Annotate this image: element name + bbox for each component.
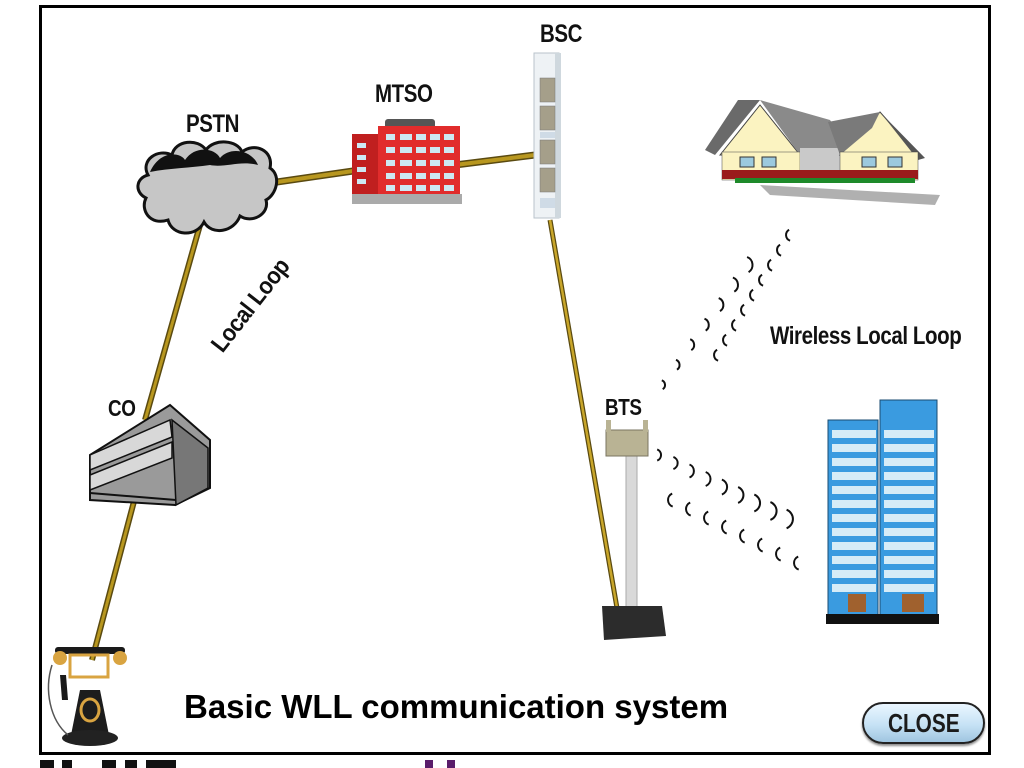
radio-wave-arc xyxy=(705,471,712,487)
radio-wave-arc xyxy=(722,333,728,347)
radio-wave-arc xyxy=(786,508,794,530)
radio-wave-arc xyxy=(732,276,739,293)
radio-wave-arc xyxy=(672,455,679,471)
radio-wave-arc xyxy=(775,546,782,562)
skyscraper-window-row xyxy=(884,472,934,480)
radio-wave-arc xyxy=(746,256,754,274)
skyscraper-window-row xyxy=(832,570,876,578)
cloud-icon xyxy=(136,140,279,235)
radio-wave-arc xyxy=(721,478,729,496)
skyscraper-window-row xyxy=(884,584,934,592)
skyscraper-window-row xyxy=(832,444,876,452)
skyscraper-window-row xyxy=(832,500,876,508)
skyscraper-window-row xyxy=(832,486,876,494)
node-label-bts: BTS xyxy=(605,394,642,420)
radio-wave-arc xyxy=(753,493,761,513)
radio-wave-arc xyxy=(793,555,800,571)
radio-wave-arc xyxy=(721,519,728,535)
radio-wave-arc xyxy=(749,288,755,302)
radio-wave-arc xyxy=(767,258,773,272)
skyscraper-window-row xyxy=(884,570,934,578)
wired-links xyxy=(89,151,620,661)
radio-wave-arc xyxy=(689,338,696,352)
cutoff-text-fragment xyxy=(40,760,54,768)
radio-wave-arc xyxy=(656,448,663,462)
skyscraper-window-row xyxy=(832,458,876,466)
skyscraper-window-row xyxy=(832,556,876,564)
server-rack-icon xyxy=(533,52,561,219)
skyscraper-window-row xyxy=(884,458,934,466)
node-label-co: CO xyxy=(108,395,136,421)
radio-wave-arc xyxy=(713,348,719,362)
radio-wave-arc xyxy=(757,537,764,553)
radio-wave-arc xyxy=(689,463,695,479)
node-label-mtso: MTSO xyxy=(375,80,433,108)
skyscraper-window-row xyxy=(884,542,934,550)
close-button[interactable]: CLOSE xyxy=(862,702,985,744)
cutoff-link-fragment xyxy=(447,760,455,768)
node-label-pstn: PSTN xyxy=(186,110,240,138)
house-icon xyxy=(705,100,940,205)
radio-wave-arc xyxy=(776,243,782,257)
antenna-tower-icon xyxy=(602,420,666,640)
cutoff-link-fragment xyxy=(425,760,433,768)
skyscraper-window-row xyxy=(884,430,934,438)
radio-waves-icon xyxy=(656,228,800,571)
skyscraper-window-row xyxy=(884,486,934,494)
office-building-icon xyxy=(352,119,462,204)
telephone-icon xyxy=(47,647,127,746)
radio-wave-arc xyxy=(661,379,666,391)
skyscraper-window-row xyxy=(884,528,934,536)
skyscraper-window-row xyxy=(884,444,934,452)
central-office-building-icon xyxy=(89,403,211,507)
radio-wave-arc xyxy=(667,492,674,508)
cutoff-text-fragment xyxy=(102,760,116,768)
cutoff-text-fragment xyxy=(125,760,137,768)
diagram-title: Basic WLL communication system xyxy=(184,688,729,725)
radio-wave-arc xyxy=(703,510,710,526)
skyscraper-window-row xyxy=(832,514,876,522)
skyscraper-window-row xyxy=(884,500,934,508)
radio-wave-arc xyxy=(675,358,681,371)
skyscraper-window-row xyxy=(832,528,876,536)
skyscraper-window-row xyxy=(832,584,876,592)
radio-wave-arc xyxy=(731,318,737,332)
radio-wave-arc xyxy=(737,486,745,504)
cutoff-text-fragment xyxy=(62,760,72,768)
skyscraper-icon xyxy=(826,399,939,624)
skyscraper-window-row xyxy=(884,514,934,522)
close-button-label: CLOSE xyxy=(887,707,960,738)
radio-wave-arc xyxy=(739,528,746,544)
cutoff-text-fragment xyxy=(146,760,176,768)
radio-wave-arc xyxy=(685,501,692,517)
skyscraper-window-row xyxy=(884,556,934,564)
radio-wave-arc xyxy=(718,297,725,313)
skyscraper-window-row xyxy=(832,472,876,480)
radio-wave-arc xyxy=(704,317,710,332)
skyscraper-floors xyxy=(832,430,934,592)
skyscraper-window-row xyxy=(832,542,876,550)
radio-wave-arc xyxy=(785,228,791,242)
link-label-wireless-local-loop: Wireless Local Loop xyxy=(770,322,962,350)
radio-wave-arc xyxy=(740,303,746,317)
node-label-bsc: BSC xyxy=(540,20,583,48)
radio-wave-arc xyxy=(758,273,764,287)
skyscraper-window-row xyxy=(832,430,876,438)
radio-wave-arc xyxy=(769,501,778,521)
